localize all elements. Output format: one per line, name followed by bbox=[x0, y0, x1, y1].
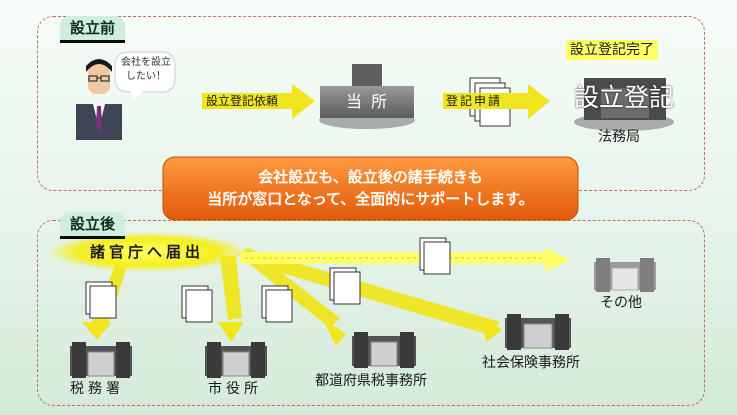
legal-affairs-bureau-label: 法務局 bbox=[598, 129, 640, 145]
arrow-to-city-hall bbox=[218, 322, 244, 342]
dotted-arrow-to-others bbox=[240, 248, 570, 272]
speech-bubble-text: 会社を設立 したい！ bbox=[118, 56, 174, 84]
after-tab: 設立後 bbox=[60, 212, 126, 239]
others-label: その他 bbox=[600, 295, 642, 311]
registration-complete-label: 設立登記完了 bbox=[566, 40, 658, 60]
support-banner bbox=[162, 156, 579, 221]
arrow-to-social-insurance-office bbox=[482, 316, 502, 342]
prefectural-tax-office-building-icon bbox=[352, 332, 416, 368]
registration-big-text: 設立登記 bbox=[574, 83, 675, 112]
banner-line-2: 当所が窓口となって、全面的にサポートします。 bbox=[207, 190, 534, 208]
document-icon-city bbox=[181, 285, 213, 323]
social-insurance-office-building-icon bbox=[505, 314, 571, 350]
notification-label: 諸官庁へ届出 bbox=[90, 243, 205, 261]
legal-affairs-bureau-icon bbox=[574, 78, 674, 131]
document-icon-others bbox=[419, 237, 451, 275]
tax-office-label: 税務署 bbox=[70, 381, 124, 397]
request-arrow bbox=[202, 84, 315, 119]
request-arrow-label: 設立登記依頼 bbox=[206, 94, 279, 108]
document-icon-social-insurance bbox=[329, 267, 361, 305]
speech-line-2: したい！ bbox=[126, 71, 166, 82]
registration-arrow-label: 登記申請 bbox=[446, 94, 503, 108]
document-icon-prefecture bbox=[261, 285, 293, 323]
business-person-icon bbox=[76, 59, 122, 140]
speech-bubble bbox=[114, 51, 176, 100]
prefectural-tax-office-label: 都道府県税事務所 bbox=[315, 373, 427, 389]
registration-arrow bbox=[443, 84, 550, 119]
banner-line-1: 会社設立も、設立後の諸手続きも bbox=[258, 168, 483, 186]
arrow-to-prefectural-tax-office bbox=[322, 318, 346, 346]
document-icon-tax bbox=[85, 281, 117, 319]
before-tab: 設立前 bbox=[60, 16, 126, 43]
notification-glow bbox=[48, 232, 248, 272]
social-insurance-office-label: 社会保険事務所 bbox=[482, 355, 580, 371]
support-banner-text: 会社設立も、設立後の諸手続きも 当所が窓口となって、全面的にサポートします。 bbox=[163, 166, 578, 210]
speech-line-1: 会社を設立 bbox=[121, 57, 171, 68]
city-hall-label: 市役所 bbox=[208, 381, 262, 397]
city-hall-building-icon bbox=[205, 342, 267, 378]
arrow-to-tax-office bbox=[82, 322, 112, 340]
tax-office-building-icon bbox=[70, 342, 132, 378]
others-building-icon bbox=[594, 258, 656, 292]
our-office-building-icon bbox=[319, 64, 415, 129]
our-office-label: 当 所 bbox=[346, 92, 390, 111]
